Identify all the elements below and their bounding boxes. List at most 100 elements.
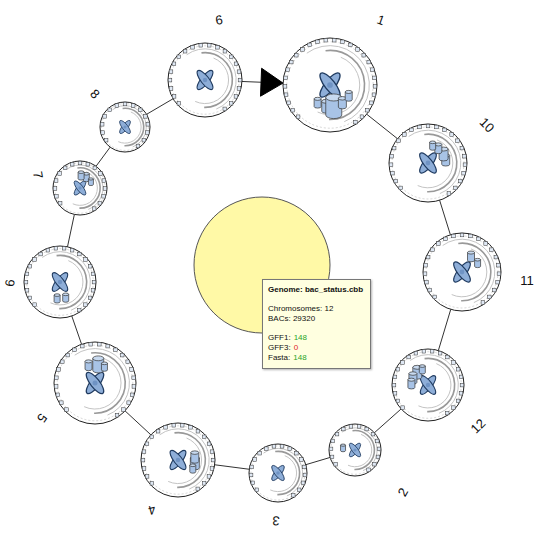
- tooltip-line: Chromosomes: 12: [268, 304, 333, 313]
- ring-line: [242, 81, 261, 83]
- bac-marker: [172, 62, 176, 66]
- bac-marker: [373, 76, 377, 80]
- bac-marker: [426, 124, 430, 128]
- track-arc: [270, 456, 296, 492]
- track-arc: [57, 255, 87, 308]
- track-arc: [458, 243, 491, 301]
- track-arc: [75, 349, 130, 416]
- chromosome-icon: [451, 260, 473, 285]
- bac-marker: [289, 60, 293, 64]
- bac-marker: [444, 237, 448, 241]
- bac-marker: [115, 104, 119, 108]
- track-arc: [195, 58, 228, 104]
- database-icon: [101, 362, 107, 371]
- track-ring: [171, 46, 239, 114]
- bac-marker: [100, 122, 104, 126]
- bac-marker: [460, 233, 464, 237]
- bac-marker: [177, 55, 181, 59]
- bac-marker: [210, 450, 214, 454]
- bac-marker: [389, 163, 393, 167]
- track-arc: [187, 49, 236, 109]
- bac-marker: [430, 349, 434, 353]
- bac-marker: [452, 234, 456, 238]
- bac-marker: [88, 264, 92, 268]
- bac-marker: [229, 102, 233, 106]
- bac-marker: [288, 447, 292, 451]
- chromosome-outline: [249, 444, 307, 502]
- database-icon: [341, 444, 346, 452]
- track-arc: [174, 433, 205, 488]
- bac-marker: [445, 411, 449, 415]
- bac-marker: [28, 264, 32, 268]
- database-top: [88, 178, 93, 180]
- bac-marker: [202, 482, 206, 486]
- bac-marker: [391, 171, 395, 175]
- bac-marker: [272, 445, 276, 449]
- bac-marker: [142, 138, 146, 142]
- bac-marker: [54, 385, 58, 389]
- bac-marker: [91, 288, 95, 292]
- track-arc: [160, 429, 209, 489]
- chromosome-circle: 9: [23, 245, 97, 319]
- database-icon: [54, 294, 60, 303]
- database-top: [430, 141, 436, 144]
- chromosome-number: 3: [272, 514, 280, 528]
- bac-marker: [418, 125, 422, 129]
- chromosome-icon: [83, 370, 106, 396]
- bac-marker: [104, 138, 108, 142]
- bac-marker: [99, 172, 103, 176]
- database-icon: [468, 251, 475, 262]
- bac-marker: [297, 488, 301, 492]
- bac-marker: [372, 93, 376, 97]
- track-arc: [66, 165, 102, 209]
- bac-marker: [335, 432, 339, 436]
- chromosome-graphic: [282, 37, 378, 133]
- bac-marker: [375, 439, 379, 443]
- bac-marker: [172, 423, 176, 427]
- track-ring: [287, 42, 373, 128]
- chromosome-outline: [329, 424, 381, 476]
- bac-marker: [66, 353, 70, 357]
- chromosome-graphic: [248, 443, 308, 503]
- bac-marker: [401, 361, 405, 365]
- bac-marker: [373, 462, 377, 466]
- bac-marker: [229, 55, 233, 59]
- bac-marker: [81, 344, 85, 348]
- bac-marker: [249, 473, 253, 477]
- chromosome-graphic: [23, 245, 97, 319]
- chromosome-outline: [168, 43, 242, 117]
- ring-line: [367, 114, 398, 138]
- bac-marker: [342, 427, 346, 431]
- tooltip-row: Chromosomes: 12: [268, 304, 363, 314]
- chromosome-graphic: [388, 123, 468, 203]
- bac-marker: [494, 255, 498, 259]
- tooltip-key: GFF3:: [268, 343, 291, 352]
- bac-marker: [98, 342, 102, 346]
- ring-connector: [438, 309, 450, 350]
- chromosome-graphic: [53, 341, 137, 425]
- bac-marker: [490, 248, 494, 252]
- bac-marker: [423, 272, 427, 276]
- bac-marker: [150, 482, 154, 486]
- bac-marker: [481, 301, 485, 305]
- bac-marker: [89, 342, 93, 346]
- bac-marker: [207, 475, 211, 479]
- bac-marker: [62, 246, 66, 250]
- chromosome-number: 7: [31, 170, 45, 179]
- bac-marker: [435, 125, 439, 129]
- bac-marker: [356, 48, 360, 52]
- bac-marker: [357, 425, 361, 429]
- status-count: 148: [293, 353, 306, 362]
- database-icon: [475, 258, 481, 267]
- chromosome-circle: 10: [388, 123, 468, 203]
- chromosome-graphic: [52, 160, 108, 216]
- ring-line: [215, 465, 250, 469]
- chromosome-icon: [195, 68, 216, 92]
- track-ring: [57, 345, 133, 421]
- chromosome-circle: 2: [328, 423, 382, 477]
- tooltip-key: GFF1:: [268, 333, 291, 342]
- track-ring: [392, 127, 464, 199]
- chromosome-icon: [270, 464, 286, 483]
- bac-marker: [130, 368, 134, 372]
- chromosome-number: 8: [88, 87, 102, 101]
